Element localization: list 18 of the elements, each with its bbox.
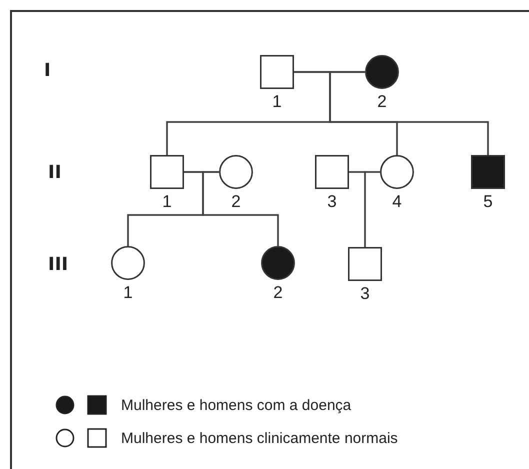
individual-number: 3 <box>327 193 337 210</box>
generation-label: II <box>48 164 62 182</box>
individual-number: 1 <box>162 193 172 210</box>
generation-label: I <box>44 62 51 80</box>
individual-number: 2 <box>377 93 387 110</box>
individual-number: 2 <box>231 193 241 210</box>
pedigree-line <box>329 71 489 155</box>
individual-number: 1 <box>272 93 282 110</box>
pedigree-line <box>202 171 279 246</box>
generation-label: III <box>48 256 68 274</box>
legend-text: Mulheres e homens com a doença <box>121 396 352 414</box>
legend-text: Mulheres e homens clinicamente normais <box>121 430 398 446</box>
individual-number: 5 <box>483 193 493 210</box>
individual-number: 4 <box>392 193 402 210</box>
pedigree-line <box>364 171 380 248</box>
individual-number: 1 <box>123 284 133 301</box>
individual-number: 3 <box>360 285 370 302</box>
individual-number: 2 <box>273 284 283 301</box>
